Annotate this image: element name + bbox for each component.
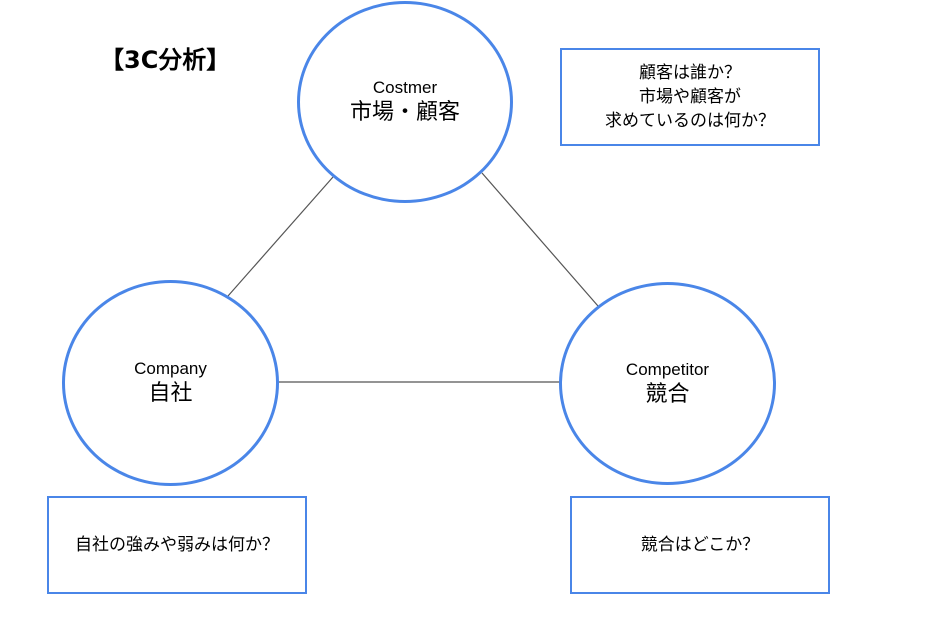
- customer-note-line: 顧客は誰か？: [639, 63, 741, 83]
- customer-note-line: 求めているのは何か？: [605, 111, 775, 131]
- competitor-node-jp-label: 競合: [645, 381, 690, 407]
- company-node: Company 自社: [62, 280, 279, 486]
- company-note-box: 自社の強みや弱みは何か？: [47, 496, 307, 594]
- customer-node: Costmer 市場・顧客: [297, 1, 513, 203]
- customer-node-jp-label: 市場・顧客: [349, 100, 460, 125]
- connector-customer-company: [227, 176, 334, 297]
- competitor-note-box: 競合はどこか？: [570, 496, 830, 594]
- customer-note-line: 市場や顧客が: [639, 87, 741, 107]
- competitor-node: Competitor 競合: [559, 282, 776, 485]
- diagram-title: 【3C分析】: [100, 46, 231, 74]
- customer-note-box: 顧客は誰か？ 市場や顧客が 求めているのは何か？: [560, 48, 820, 146]
- competitor-node-en-label: Competitor: [625, 359, 710, 379]
- connector-customer-competitor: [481, 172, 599, 307]
- customer-node-en-label: Costmer: [372, 78, 438, 97]
- company-note-line: 自社の強みや弱みは何か？: [75, 535, 279, 555]
- company-node-en-label: Company: [134, 359, 207, 378]
- competitor-note-line: 競合はどこか？: [640, 535, 760, 555]
- company-node-jp-label: 自社: [148, 381, 193, 406]
